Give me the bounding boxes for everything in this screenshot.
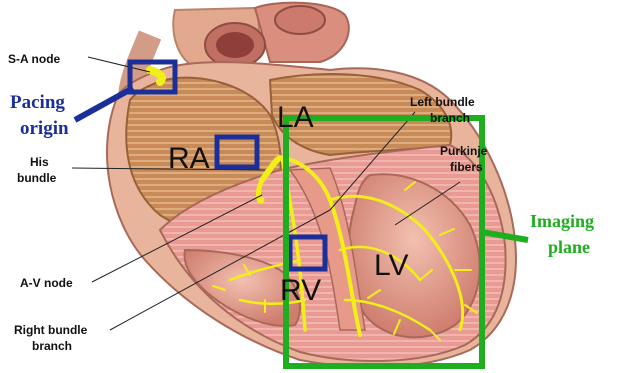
pacing-origin-label-line2: origin [20,118,69,139]
purkinje-label-line2: fibers [450,160,483,174]
purkinje-label-line1: Purkinje [440,144,488,158]
imaging-plane-label-line2: plane [548,237,590,257]
left-bundle-label-line1: Left bundle [410,95,475,109]
his-bundle-label-line2: bundle [17,171,57,185]
chamber-rv-label: RV [280,274,321,307]
pacing-origin-label-line1: Pacing [10,92,65,113]
imaging-plane-label-line1: Imaging [530,211,594,231]
av-node-label: A-V node [20,276,73,290]
chamber-ra-label: RA [168,142,210,175]
sa-node-label: S-A node [8,52,61,66]
chamber-la-label: LA [277,101,314,134]
right-bundle-label-line1: Right bundle [14,323,88,337]
his-bundle-label-line1: His [30,155,49,169]
right-bundle-label-line2: branch [32,339,72,353]
left-bundle-label-line2: branch [430,111,470,125]
chamber-lv-label: LV [374,249,408,282]
